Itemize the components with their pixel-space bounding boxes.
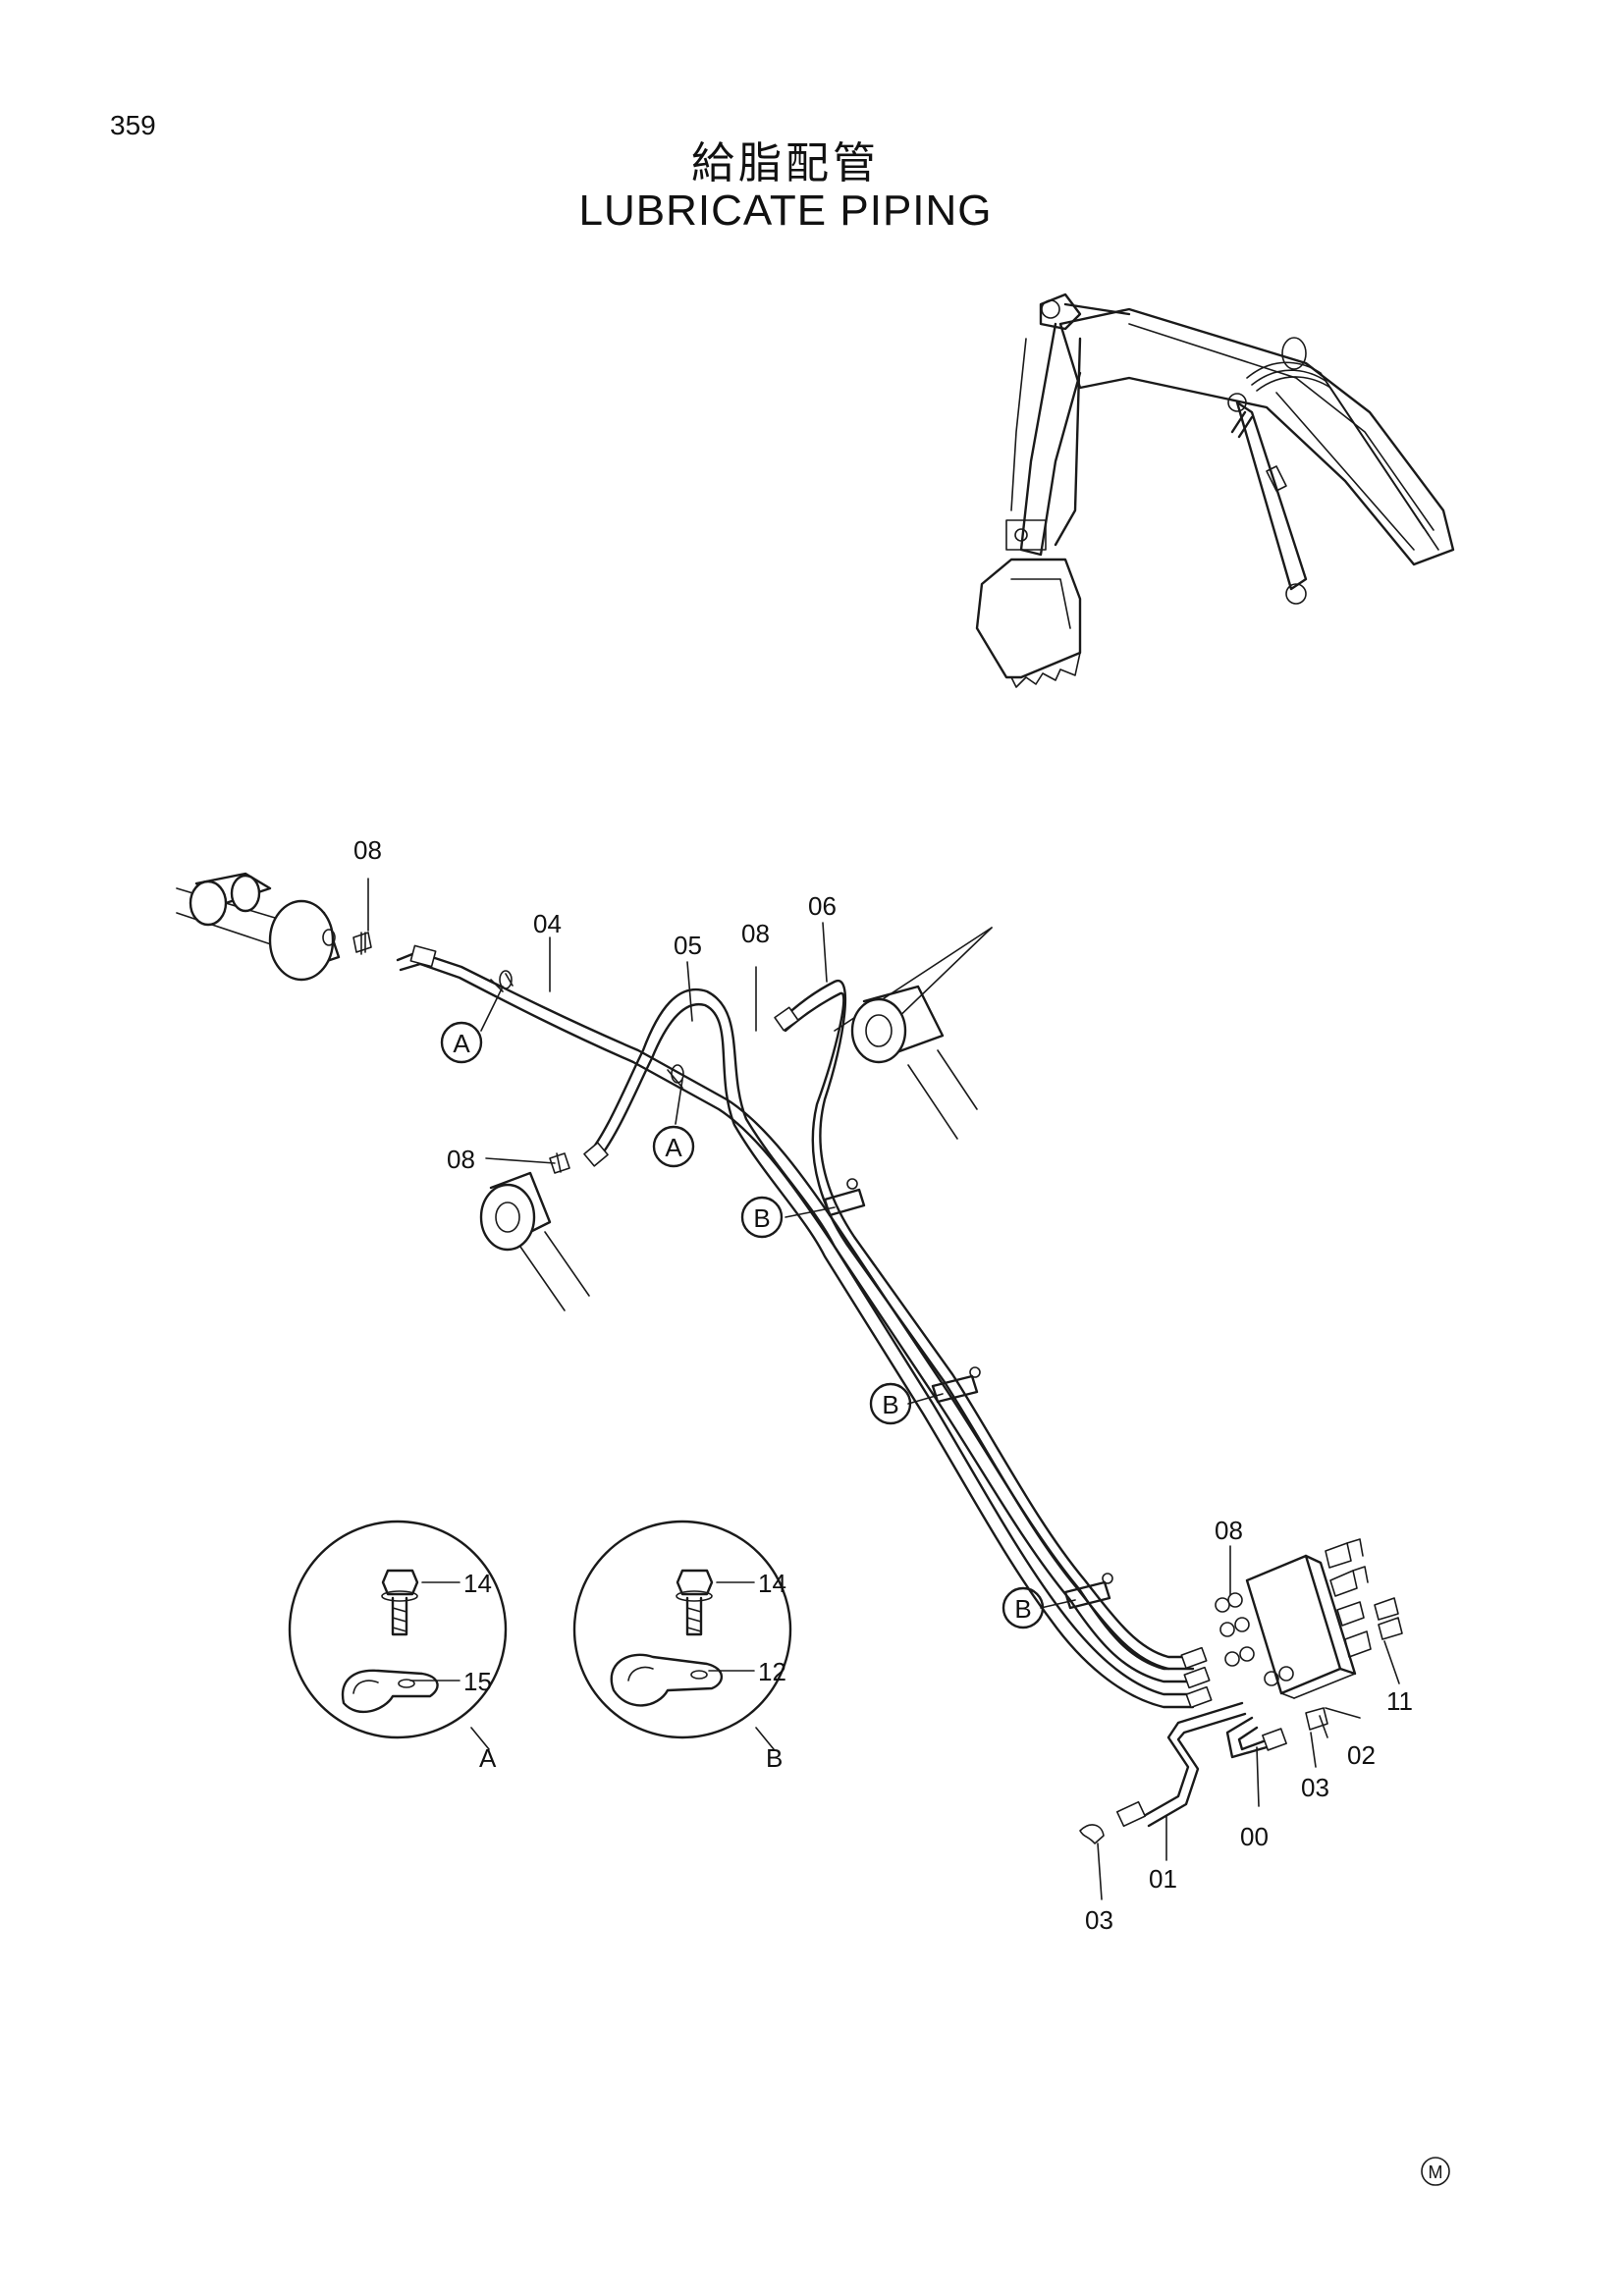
part-label-05: 05: [674, 931, 702, 960]
bucket-link-pin-boss: [479, 1152, 590, 1311]
clamp-marker-b1-label: B: [753, 1203, 770, 1233]
page-number: 359: [110, 110, 156, 140]
page-title-japanese: 給脂配管: [691, 139, 880, 187]
callout-leader-lines: [367, 878, 1400, 1900]
clamp-marker-a2-label: A: [665, 1133, 682, 1162]
part-label-14: 14: [463, 1569, 492, 1598]
excavator-overview-illustration: [975, 293, 1455, 688]
page-title: LUBRICATE PIPING: [578, 187, 993, 235]
part-callouts: 08 04 05 08 06 08 08 11 02 03 00 01 03 1…: [353, 835, 1413, 1935]
clamp-marker-b2: B: [869, 1382, 912, 1425]
part-label-03: 03: [1301, 1773, 1329, 1802]
detail-b-label: B: [766, 1743, 783, 1773]
detail-a-label: A: [479, 1743, 497, 1773]
part-label-00: 00: [1240, 1822, 1269, 1851]
part-label-14: 14: [758, 1569, 786, 1598]
corner-mark-letter: M: [1429, 2163, 1443, 2182]
clamp-marker-b1: B: [740, 1196, 784, 1239]
part-label-06: 06: [808, 891, 837, 921]
corner-mark: M: [1421, 2157, 1450, 2186]
part-label-08: 08: [353, 835, 382, 865]
clamp-marker-b3: B: [1001, 1586, 1045, 1629]
part-label-12: 12: [758, 1657, 786, 1686]
part-label-04: 04: [533, 909, 562, 938]
clamp-marker-a2: A: [652, 1125, 695, 1168]
left-cylinder-pin-boss: [176, 872, 372, 982]
part-label-08: 08: [447, 1145, 475, 1174]
part-label-08: 08: [741, 919, 770, 948]
steel-pipes: [1079, 1701, 1328, 1844]
part-label-02: 02: [1347, 1740, 1376, 1770]
arm-cylinder-pin-boss: [834, 927, 993, 1140]
clamp-marker-a1-label: A: [453, 1029, 470, 1058]
part-label-01: 01: [1149, 1864, 1177, 1894]
manifold-fittings: [1325, 1538, 1403, 1658]
detail-view-b: [572, 1520, 792, 1750]
clamp-marker-b3-label: B: [1014, 1594, 1031, 1624]
detail-view-a: [288, 1520, 508, 1750]
grease-manifold-block: [1180, 1538, 1403, 1709]
part-label-11: 11: [1386, 1686, 1413, 1716]
grease-hose-bundle: [396, 944, 1195, 1709]
part-label-03: 03: [1085, 1905, 1113, 1935]
manifold-inlet-fittings: [1215, 1592, 1294, 1686]
part-label-08: 08: [1215, 1516, 1243, 1545]
part-label-15: 15: [463, 1667, 492, 1696]
clamp-marker-a1: A: [440, 1021, 483, 1064]
clamp-marker-b2-label: B: [882, 1390, 898, 1419]
